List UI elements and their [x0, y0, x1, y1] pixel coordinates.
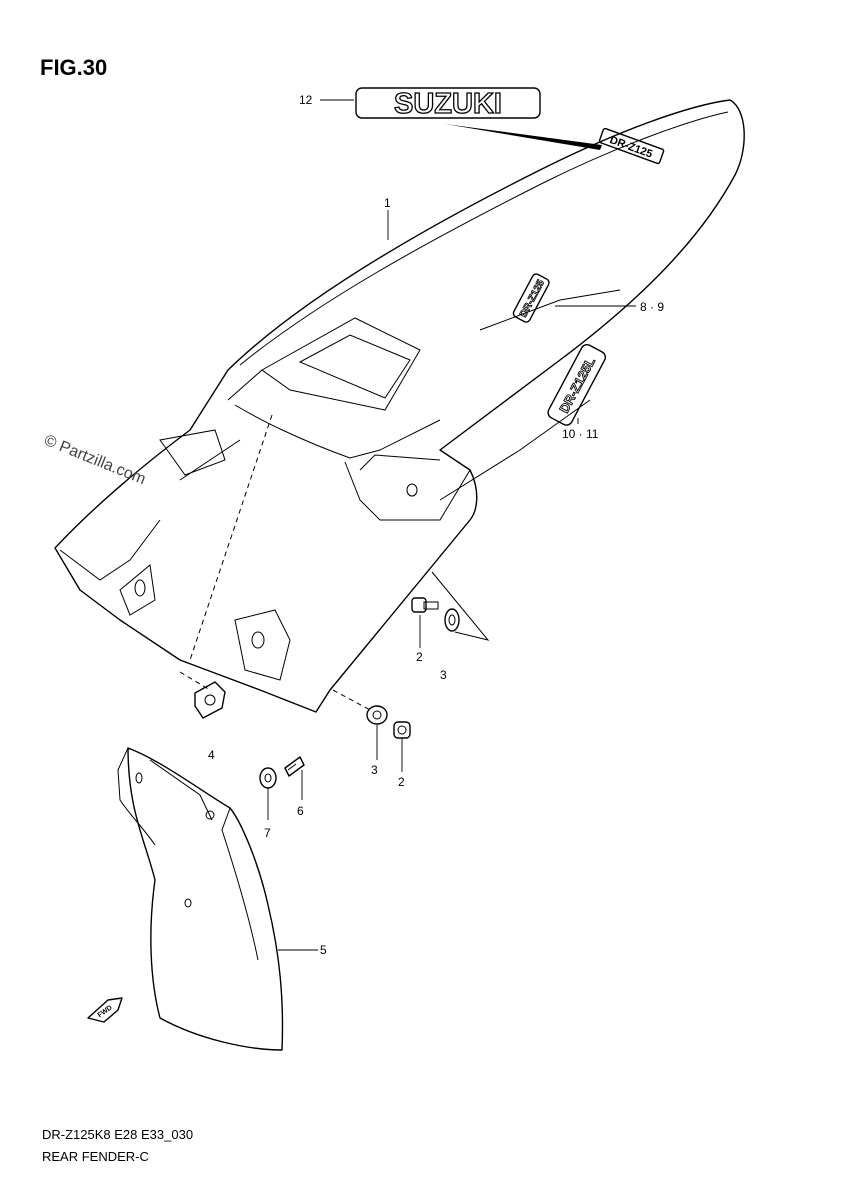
fender-washer — [194, 681, 226, 719]
leader-lines — [267, 99, 636, 951]
callout-4: 4 — [208, 748, 215, 762]
suzuki-decal: SUZUKI — [355, 87, 541, 121]
callout-3-lower: 3 — [371, 763, 378, 777]
figure-title: FIG.30 — [40, 55, 108, 80]
screw-6 — [284, 756, 305, 777]
diagram-name: REAR FENDER-C — [42, 1149, 149, 1164]
mud-flap — [117, 747, 284, 1051]
fwd-arrow-label: FWD — [97, 1004, 114, 1019]
rear-fender — [54, 99, 745, 713]
bolt-2-lower — [393, 721, 411, 739]
callout-2-upper: 2 — [416, 650, 423, 664]
callout-8-9: 8 · 9 — [640, 300, 665, 314]
callout-5: 5 — [320, 943, 327, 957]
bolt-2-upper — [411, 597, 439, 613]
callout-6: 6 — [297, 804, 304, 818]
callout-10-11: 10 · 11 — [562, 427, 599, 441]
washer-7 — [259, 767, 277, 789]
callout-2-lower: 2 — [398, 775, 405, 789]
nut-3-lower — [366, 705, 388, 725]
side-decal-8-9-text: DR-Z125 — [518, 278, 547, 319]
side-decal-10-11: DR-Z125L — [547, 344, 607, 426]
callout-7: 7 — [264, 826, 271, 840]
diagram-code: DR-Z125K8 E28 E33_030 — [42, 1127, 194, 1142]
suzuki-decal-text: SUZUKI — [394, 88, 502, 120]
fwd-arrow: FWD — [87, 997, 123, 1023]
callout-12: 12 — [299, 93, 313, 107]
callout-3-upper: 3 — [440, 668, 447, 682]
tail-model-decal: DR-Z125 — [598, 127, 665, 165]
callout-1: 1 — [384, 196, 391, 210]
nut-3-upper — [444, 608, 460, 632]
